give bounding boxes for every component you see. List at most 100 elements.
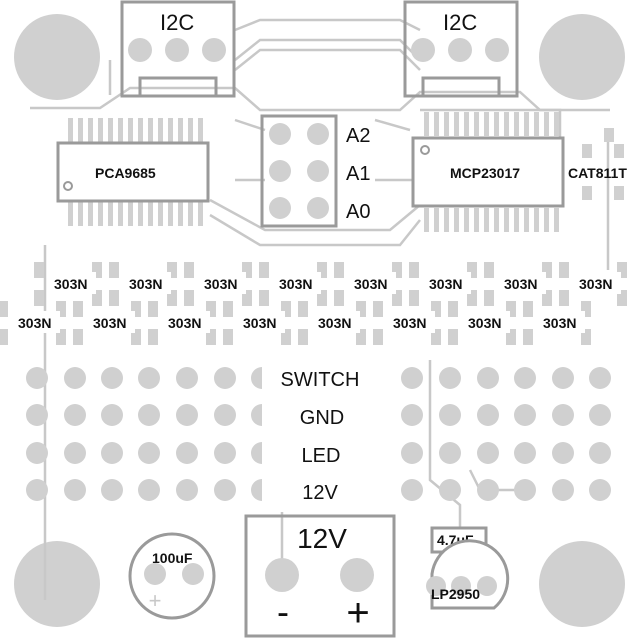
row-label-switch: SWITCH — [281, 369, 360, 391]
mcp23017-pin — [504, 208, 509, 232]
i2c-connector-left-key — [138, 76, 218, 98]
header-pad — [589, 404, 611, 426]
header-pad — [589, 479, 611, 501]
header-pad — [26, 442, 48, 464]
pca9685-pin — [138, 118, 143, 142]
i2c-left-pin-2 — [165, 38, 189, 62]
i2c-left-pin-3 — [202, 38, 226, 62]
regulator-label: LP2950 — [431, 586, 480, 602]
upper-transistor: 303N — [34, 262, 102, 306]
lower-transistor-label: 303N — [168, 315, 201, 331]
header-pad — [214, 479, 236, 501]
pca9685-pin — [178, 202, 183, 226]
upper-transistor: 303N — [184, 262, 252, 306]
upper-transistor-label: 303N — [579, 276, 612, 292]
header-pad — [552, 367, 574, 389]
header-pad — [64, 479, 86, 501]
pca9685-pin — [108, 202, 113, 226]
mcp23017-pin — [464, 208, 469, 232]
header-pad — [514, 404, 536, 426]
mcp23017-pin — [484, 112, 489, 136]
header-pad — [514, 442, 536, 464]
header-pad — [64, 404, 86, 426]
mcp23017-pin — [534, 208, 539, 232]
header-pad — [176, 404, 198, 426]
pca9685-pin — [128, 202, 133, 226]
pca9685-pin — [158, 202, 163, 226]
header-pad — [138, 367, 160, 389]
header-pad — [64, 442, 86, 464]
power-minus-label: - — [277, 591, 289, 632]
pca9685-pin — [158, 118, 163, 142]
jumper-a0-right — [307, 197, 329, 219]
mcp23017-pin — [474, 112, 479, 136]
lower-transistor-label: 303N — [18, 315, 51, 331]
mounting-hole-bottom-left — [14, 541, 100, 627]
jumper-a1-label: A1 — [346, 163, 370, 185]
i2c-right-pin-3 — [485, 38, 509, 62]
mcp23017-pin — [494, 208, 499, 232]
header-pad — [101, 479, 123, 501]
header-pad — [477, 367, 499, 389]
lower-transistor: 303N — [298, 301, 366, 345]
power-connector-label: 12V — [297, 523, 347, 554]
mcp23017-pin — [544, 112, 549, 136]
jumper-a0-left — [269, 197, 291, 219]
pca9685-pin — [188, 118, 193, 142]
mcp23017-pin — [554, 112, 559, 136]
header-pad — [439, 479, 461, 501]
i2c-left-label: I2C — [160, 10, 194, 35]
regulator-pin-2 — [451, 576, 471, 596]
capacitor-100uf-pin-1 — [144, 563, 166, 585]
jumper-a2-right — [307, 123, 329, 145]
upper-transistor-label: 303N — [204, 276, 237, 292]
header-pad — [589, 367, 611, 389]
pca9685-pin — [78, 118, 83, 142]
header-pad — [401, 479, 423, 501]
mcp23017-pin — [454, 112, 459, 136]
upper-transistor-label: 303N — [54, 276, 87, 292]
mcp23017-pin — [444, 112, 449, 136]
capacitor-100uf-pin-2 — [182, 563, 204, 585]
pca9685-pin — [148, 202, 153, 226]
jumper-a0-label: A0 — [346, 201, 370, 223]
pca9685-pin — [88, 118, 93, 142]
pca9685-pin — [108, 118, 113, 142]
mcp23017-chip: MCP23017 — [411, 112, 565, 232]
row-label-gnd: GND — [300, 407, 344, 429]
pca9685-pin — [138, 202, 143, 226]
i2c-right-label: I2C — [443, 10, 477, 35]
lower-transistor-label: 303N — [318, 315, 351, 331]
upper-transistor: 303N — [559, 262, 627, 306]
jumper-a1-right — [307, 160, 329, 182]
header-pad — [439, 442, 461, 464]
mcp23017-pin — [494, 112, 499, 136]
mcp23017-pin — [504, 112, 509, 136]
lower-transistor: 303N — [448, 301, 516, 345]
pca9685-pin — [168, 118, 173, 142]
header-pad — [176, 367, 198, 389]
mcp23017-pin — [524, 208, 529, 232]
mounting-hole-bottom-right — [539, 541, 625, 627]
pca9685-pin — [178, 118, 183, 142]
lower-transistor: 303N — [73, 301, 141, 345]
power-plus-label: + — [346, 591, 369, 635]
header-pad — [101, 442, 123, 464]
header-pad — [401, 367, 423, 389]
header-pad — [514, 479, 536, 501]
jumper-a2-label: A2 — [346, 125, 370, 147]
header-pad — [477, 442, 499, 464]
regulator-pin-1 — [426, 576, 446, 596]
header-pad — [26, 404, 48, 426]
mcp23017-pin — [464, 112, 469, 136]
lower-transistor: 303N — [223, 301, 291, 345]
mcp23017-pin — [424, 112, 429, 136]
lower-transistor-label: 303N — [468, 315, 501, 331]
header-pad-grid — [26, 367, 611, 501]
mcp23017-pin — [444, 208, 449, 232]
upper-transistor: 303N — [334, 262, 402, 306]
lower-transistor-label: 303N — [543, 315, 576, 331]
mcp23017-pin — [514, 112, 519, 136]
row-label-led: LED — [302, 445, 341, 467]
